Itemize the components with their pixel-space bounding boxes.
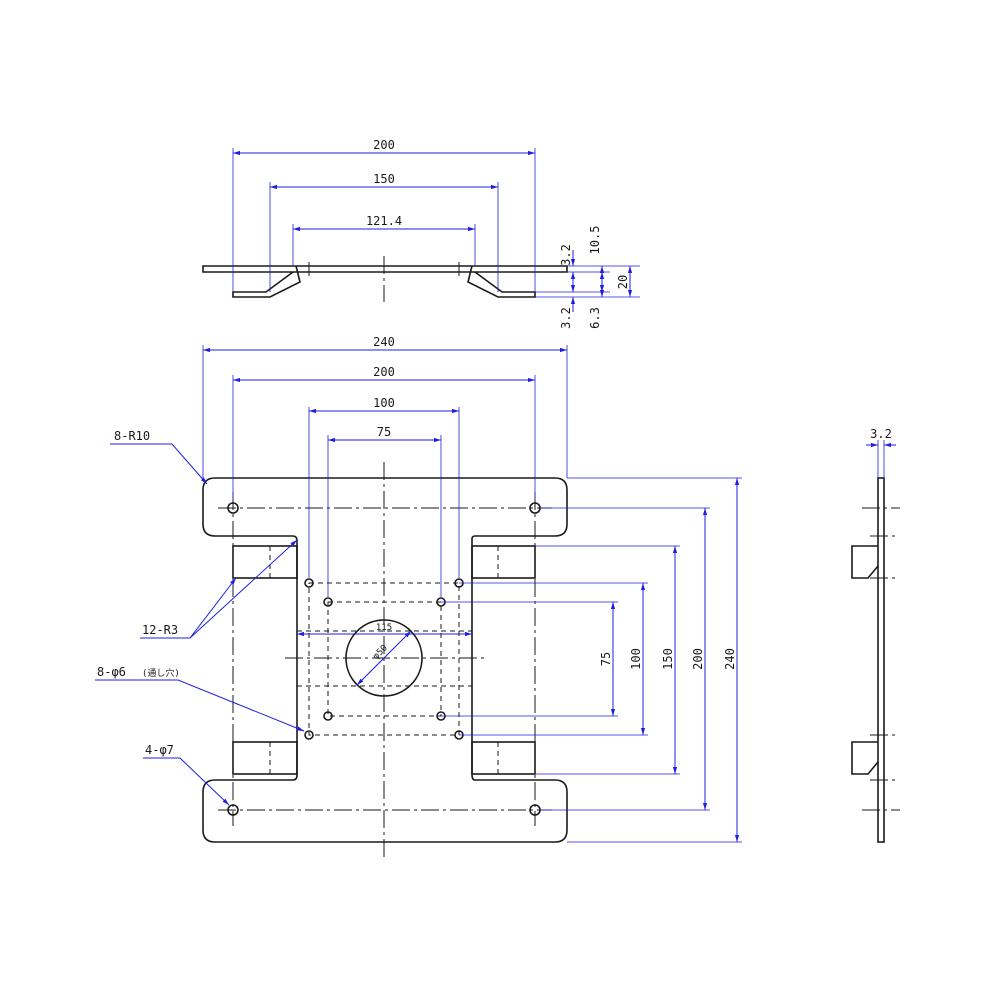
dim-label: 3.2 xyxy=(559,307,573,329)
side-tab-upper xyxy=(851,545,879,579)
dim-label: 200 xyxy=(373,365,395,379)
dim-label: 200 xyxy=(373,138,395,152)
hole-phi6 xyxy=(323,597,333,607)
dim-label: 6.3 xyxy=(588,307,602,329)
leader-r10 xyxy=(110,443,208,485)
dim-label: 100 xyxy=(629,648,643,670)
callout-r10: 8-R10 xyxy=(114,429,150,443)
dim-label: 75 xyxy=(377,425,391,439)
hole-phi6 xyxy=(304,730,314,740)
dim-label: 20 xyxy=(616,275,630,289)
front-view: 240 200 100 75 115 φ50 75 100 150 200 24… xyxy=(95,335,742,860)
dim-label: 115 xyxy=(376,623,392,633)
top-plate-outline xyxy=(202,265,568,273)
side-view: 3.2 xyxy=(851,427,900,843)
hole-phi6 xyxy=(304,578,314,588)
dim-label: 10.5 xyxy=(588,226,602,255)
hole-phi7 xyxy=(227,502,239,514)
top-left-flange xyxy=(232,265,301,298)
side-tab-lower xyxy=(851,741,879,775)
callout-phi6-note: (通し穴) xyxy=(142,667,180,679)
dim-label: 240 xyxy=(373,335,395,349)
dim-side-thickness: 3.2 xyxy=(870,427,892,441)
dim-label: 3.2 xyxy=(559,244,573,266)
dim-label: 100 xyxy=(373,396,395,410)
hole-phi6 xyxy=(323,711,333,721)
dim-label: 150 xyxy=(373,172,395,186)
dim-label: 200 xyxy=(691,648,705,670)
callout-r3: 12-R3 xyxy=(142,623,178,637)
side-plate xyxy=(877,477,885,843)
tab-upper-right xyxy=(471,545,536,579)
center-hole xyxy=(345,619,423,697)
dim-label: 75 xyxy=(599,652,613,666)
tab-lower-right xyxy=(471,741,536,775)
leader-r3-b xyxy=(189,577,237,639)
leader-phi7 xyxy=(143,757,230,806)
dim-label: 121.4 xyxy=(366,214,402,228)
front-plate-outline xyxy=(202,477,568,843)
hole-phi7 xyxy=(227,804,239,816)
dim-phi50 xyxy=(356,630,412,686)
tab-lower-left xyxy=(232,741,298,775)
top-view: 200 150 121.4 3.2 10.5 20 3.2 6.3 xyxy=(202,138,640,329)
callout-phi7: 4-φ7 xyxy=(145,743,174,757)
leader-phi6 xyxy=(95,679,305,732)
dim-label: 150 xyxy=(661,648,675,670)
top-right-flange xyxy=(467,265,536,298)
callout-phi6: 8-φ6 xyxy=(97,665,126,679)
dim-label: φ50 xyxy=(371,643,390,662)
dim-label: 240 xyxy=(723,648,737,670)
tab-upper-left xyxy=(232,545,298,579)
